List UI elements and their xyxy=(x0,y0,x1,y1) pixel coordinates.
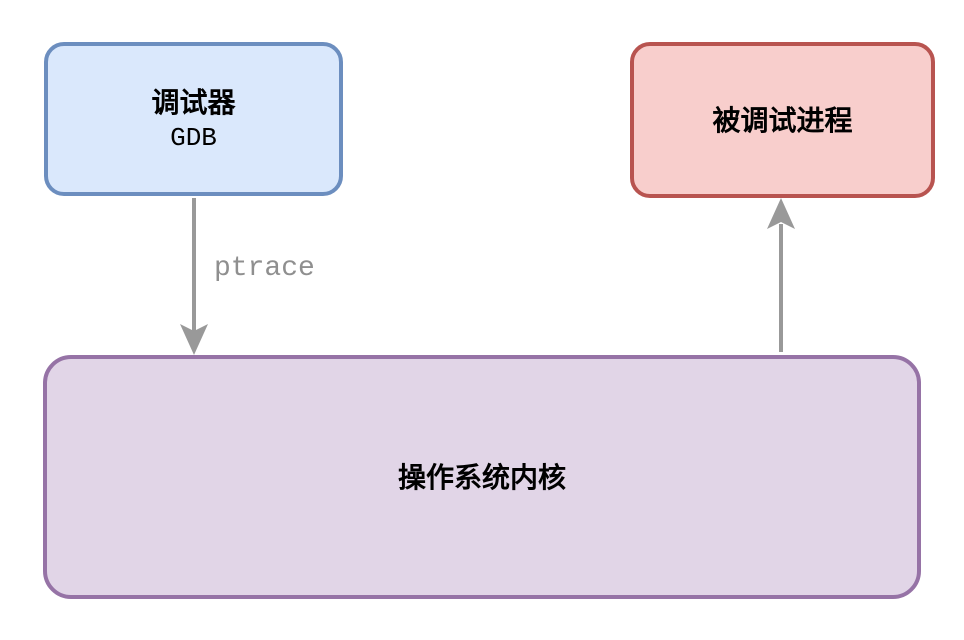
node-kernel: 操作系统内核 xyxy=(43,355,921,599)
node-kernel-title: 操作系统内核 xyxy=(397,461,566,493)
node-debugger: 调试器 GDB xyxy=(44,42,343,196)
node-debugger-title: 调试器 xyxy=(151,87,236,119)
node-debuggee: 被调试进程 xyxy=(630,42,935,198)
edge-ptrace-label: ptrace xyxy=(214,253,315,284)
edge-ptrace xyxy=(180,198,208,355)
edge-ptrace-arrowhead-down-icon xyxy=(180,324,208,355)
edge-kernel-to-debuggee xyxy=(767,198,795,352)
node-debuggee-title: 被调试进程 xyxy=(712,104,853,136)
node-debugger-subtitle: GDB xyxy=(170,123,217,154)
edge-kernel-to-debuggee-arrowhead-up-icon xyxy=(767,198,795,229)
